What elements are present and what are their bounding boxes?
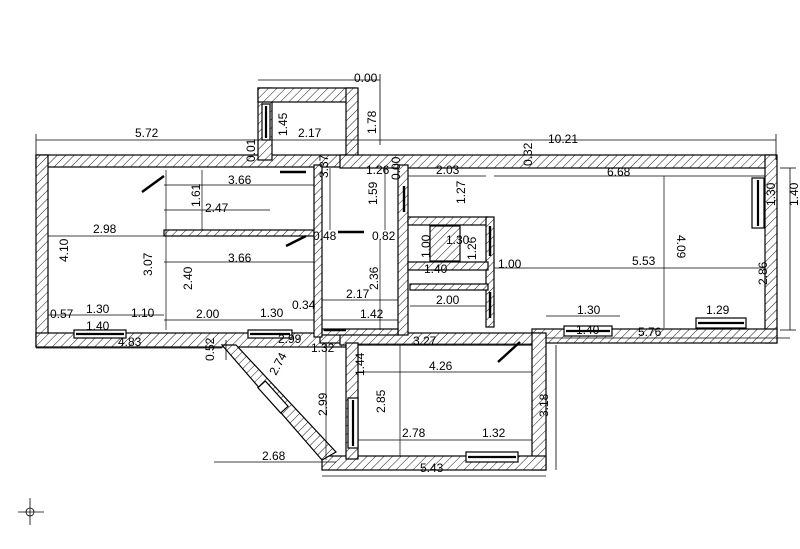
dim-label: 5.72	[135, 126, 159, 140]
dim-label: 2.40	[181, 266, 195, 290]
dim-label: 1.30	[577, 303, 601, 317]
dim-label: 2.47	[205, 201, 229, 215]
wall-interior-a	[163, 229, 315, 237]
wall-interior-i	[429, 225, 461, 262]
dim-label: 1.26	[465, 236, 479, 260]
wall-interior-d	[407, 216, 489, 226]
dim-label: 1.30	[260, 306, 284, 320]
dim-label: 1.61	[189, 183, 203, 207]
dim-label: 1.42	[360, 307, 384, 321]
dim-label: 3.66	[228, 251, 252, 265]
dim-label: 3.66	[228, 173, 252, 187]
dim-label: 2.99	[316, 392, 330, 416]
dim-label: 4.10	[57, 238, 71, 262]
dim-label: 4.09	[674, 235, 688, 259]
dim-label: 3.27	[413, 334, 437, 348]
dim-label: 0.01	[244, 138, 258, 162]
wall-interior-g	[321, 328, 399, 336]
dim-label: 1.78	[365, 110, 379, 134]
dim-label: 5.53	[632, 254, 656, 268]
dim-label: 1.40	[576, 323, 600, 337]
dim-label: 2.17	[298, 126, 322, 140]
dim-label: 2.17	[346, 287, 370, 301]
dim-label: 1.40	[787, 182, 800, 206]
dim-label: 4.26	[429, 359, 453, 373]
dim-label: 2.36	[367, 266, 381, 290]
wall-protrusion-right	[345, 87, 359, 161]
dim-label: 3.18	[537, 393, 551, 417]
dim-label: 4.83	[118, 335, 142, 349]
dim-label: 1.40	[86, 319, 110, 333]
dim-label: 3.07	[141, 252, 155, 276]
dim-label: 1.32	[482, 426, 506, 440]
dim-label: 2.85	[374, 389, 388, 413]
wall-left-top	[35, 154, 349, 168]
walls	[35, 87, 778, 471]
dim-label: 1.45	[276, 112, 290, 136]
wall-interior-f	[407, 261, 489, 271]
wall-protrusion-top	[257, 87, 357, 103]
dim-label: 1.59	[366, 181, 380, 205]
dim-label: 2.78	[402, 426, 426, 440]
dim-label: 2.00	[436, 293, 460, 307]
dim-label: 1.40	[424, 262, 448, 276]
dim-label: 0.82	[372, 229, 396, 243]
dim-label: 1.32	[311, 341, 335, 355]
dim-label: 3.37	[317, 154, 331, 178]
dim-label: 2.68	[262, 449, 286, 463]
dim-label: 2.03	[436, 163, 460, 177]
dim-label: 1.30	[86, 302, 110, 316]
dimension-labels: 0.00 5.72 10.21 1.45 2.17 1.78 0.01 3.37…	[50, 71, 800, 475]
dim-label: 2.86	[756, 261, 770, 285]
dim-label: 2.74	[266, 350, 289, 377]
dim-label: 1.00	[498, 257, 522, 271]
dim-label: 0.57	[50, 307, 74, 321]
dim-label: 5.43	[420, 461, 444, 475]
dim-label: 2.98	[93, 222, 117, 236]
wall-interior-b	[313, 164, 323, 338]
dim-label: 1.30	[764, 182, 778, 206]
dim-label: 6.68	[607, 165, 631, 179]
dim-label: 2.00	[196, 307, 220, 321]
outer-dim-lines	[18, 74, 796, 525]
dim-label: 1.26	[366, 163, 390, 177]
dim-label: 1.44	[353, 352, 367, 376]
windows	[73, 103, 765, 463]
dim-label: 0.52	[203, 337, 217, 361]
wall-interior-c	[397, 164, 409, 336]
dim-label: 1.30	[446, 233, 470, 247]
doors	[141, 170, 521, 363]
dim-label: 1.29	[706, 303, 730, 317]
dim-label: 5.76	[638, 325, 662, 339]
wall-left-outer	[35, 154, 49, 348]
dim-label: 0.00	[389, 156, 403, 180]
dim-label: 1.00	[419, 234, 433, 258]
dim-label: 10.21	[548, 132, 578, 146]
dim-label: 1.10	[131, 306, 155, 320]
wall-interior-e	[485, 216, 495, 328]
dim-label: 0.34	[292, 298, 316, 312]
dim-label: 0.48	[313, 229, 337, 243]
origin-marker-icon	[25, 507, 35, 517]
dim-label: 0.00	[354, 71, 378, 85]
interior-dim-lines	[48, 168, 765, 460]
window-diagonal	[257, 380, 289, 414]
dim-label: 0.32	[521, 142, 535, 166]
dim-label: 2.99	[278, 332, 302, 346]
wall-interior-h	[409, 283, 489, 291]
dim-label: 1.27	[454, 180, 468, 204]
